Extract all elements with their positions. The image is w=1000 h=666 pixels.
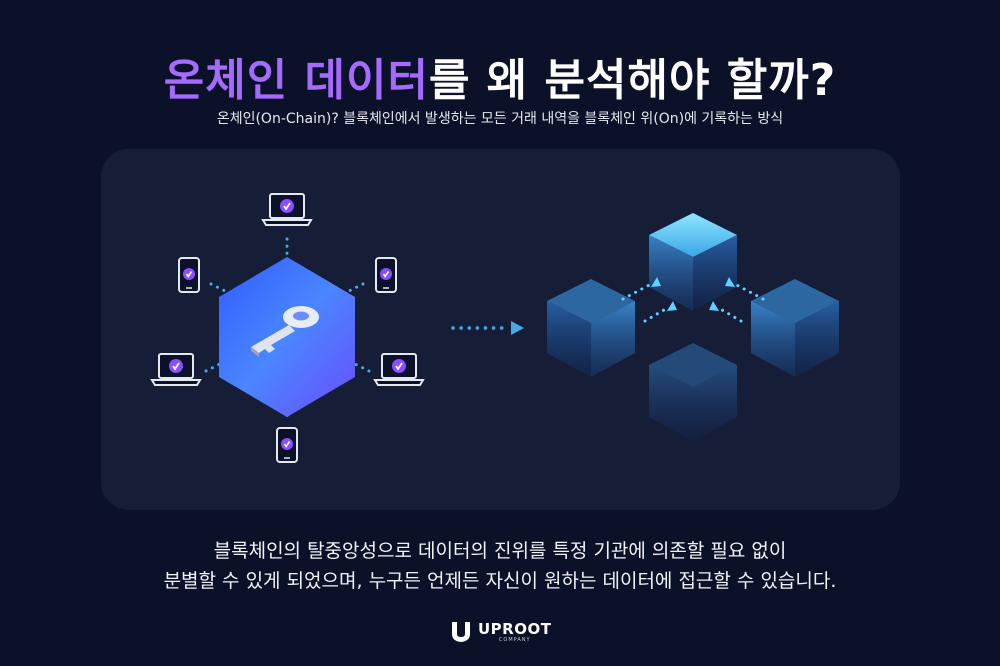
- key-icon: [251, 306, 319, 357]
- hexagon-node: [219, 257, 355, 417]
- logo-name: UPROOT: [478, 619, 552, 638]
- cube-left: [547, 279, 635, 377]
- laptop-icon: [373, 353, 425, 386]
- brand-logo: UPROOT COMPANY: [450, 618, 551, 646]
- phone-icon: [276, 427, 298, 463]
- cube-top: [649, 213, 737, 311]
- phone-icon: [178, 257, 200, 293]
- uproot-logo-icon: [452, 622, 470, 642]
- cube-right: [751, 279, 839, 377]
- illustration-panel: [101, 149, 900, 510]
- blockchain-cubes: [547, 213, 839, 441]
- title-rest: 를 왜 분석해야 할까?: [428, 55, 837, 106]
- page-title: 온체인 데이터를 왜 분석해야 할까?: [0, 44, 1000, 108]
- description-line-1: 블록체인의 탈중앙성으로 데이터의 진위를 특정 기관에 의존할 필요 없이: [213, 540, 787, 562]
- title-highlight: 온체인 데이터: [163, 55, 429, 106]
- logo-sub: COMPANY: [498, 636, 531, 643]
- network-illustration: [150, 193, 839, 463]
- description-line-2: 분별할 수 있게 되었으며, 누구든 언제든 자신이 원하는 데이터에 접근할 …: [163, 570, 837, 592]
- description: 블록체인의 탈중앙성으로 데이터의 진위를 특정 기관에 의존할 필요 없이 분…: [0, 536, 1000, 596]
- laptop-icon: [261, 193, 313, 226]
- cube-bottom: [649, 343, 737, 441]
- laptop-icon: [150, 353, 202, 386]
- flow-arrow-icon: [451, 321, 524, 335]
- phone-icon: [375, 257, 397, 293]
- subtitle: 온체인(On-Chain)? 블록체인에서 발생하는 모든 거래 내역을 블록체…: [216, 111, 784, 127]
